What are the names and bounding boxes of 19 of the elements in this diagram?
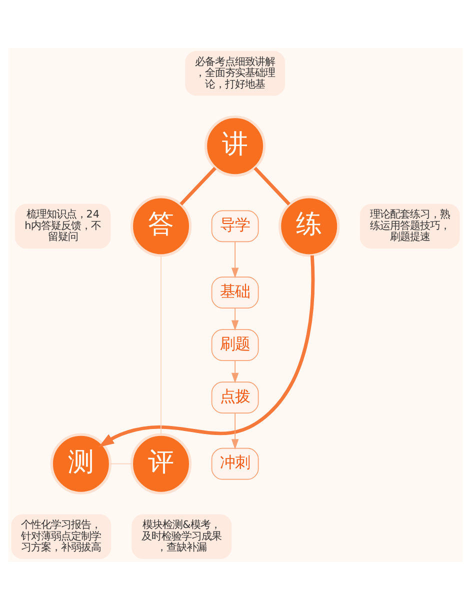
connector [110, 463, 132, 464]
node-circle: 答 [130, 196, 192, 257]
connector [254, 166, 290, 206]
node-box: 基础 [211, 276, 259, 308]
node-box: 冲刺 [211, 448, 259, 480]
arrow [231, 360, 239, 384]
node-box: 刷题 [211, 329, 259, 361]
node-box: 点拨 [211, 382, 259, 414]
node-circle: 评 [130, 433, 192, 494]
node-circle: 讲 [204, 116, 266, 177]
arrow [98, 255, 315, 448]
node-circle: 练 [278, 196, 340, 257]
arrow [231, 241, 239, 278]
node-box: 导学 [211, 210, 259, 242]
connector [160, 255, 162, 435]
connector [180, 166, 216, 206]
node-circle: 测 [50, 433, 112, 494]
arrow [231, 308, 239, 331]
arrow [231, 412, 239, 450]
